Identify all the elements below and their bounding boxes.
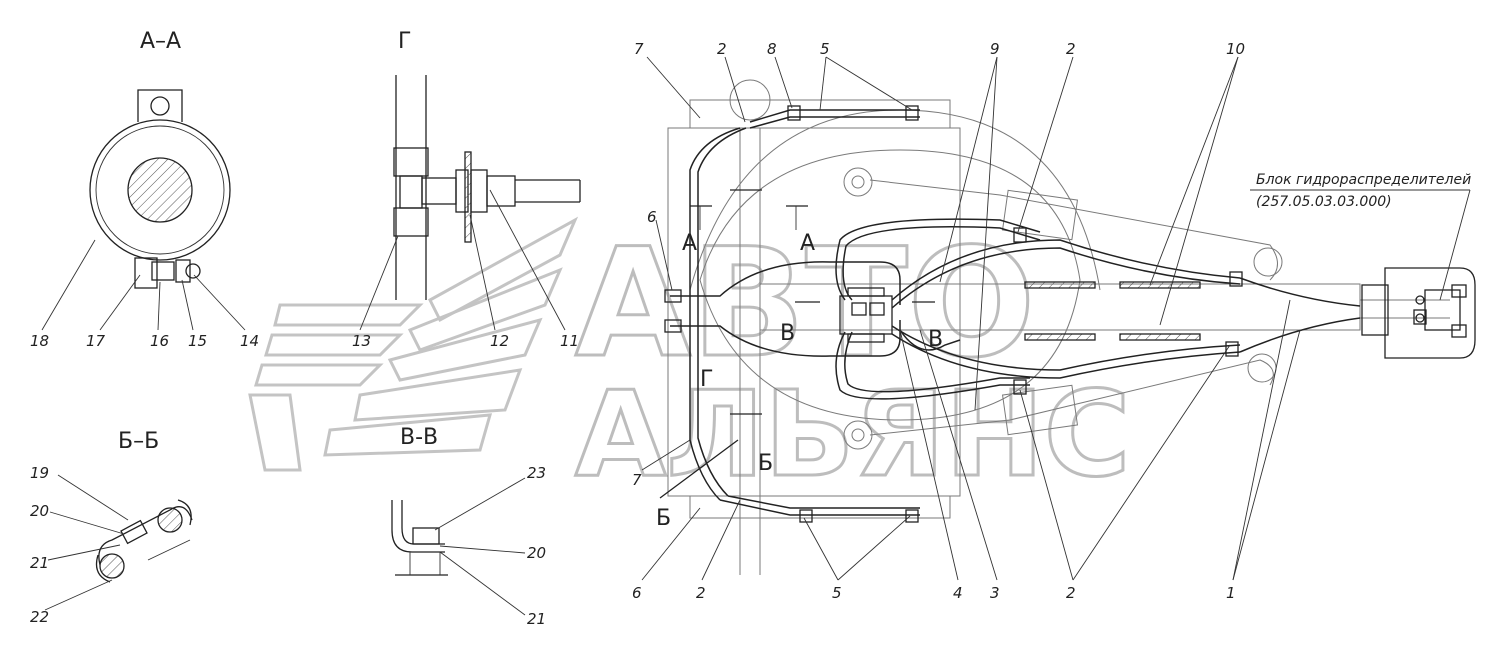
section-g-title: Г (398, 29, 411, 54)
bulkhead-nut-2 (470, 169, 488, 213)
hose-lines (670, 109, 1361, 516)
section-aa: А–А 18 17 16 15 14 (30, 29, 259, 350)
bulkhead-plate (464, 151, 472, 243)
section-vv-title: В-В (400, 425, 438, 450)
label-18: 18 (30, 332, 49, 350)
main-assembly-view: А А В В Г Б Б (632, 40, 1476, 602)
label-6-upper: 6 (647, 208, 657, 226)
callout-title: Блок гидрораспределителей (1256, 172, 1471, 188)
bracket-nut (412, 527, 440, 545)
label-14: 14 (240, 332, 259, 350)
cut-mark-b-left: Б (656, 506, 671, 531)
pipe-section-left (99, 553, 125, 579)
pipe-clamp-inner (95, 125, 225, 255)
label-17: 17 (86, 332, 106, 350)
label-20-bb: 20 (30, 502, 49, 520)
section-aa-title: А–А (140, 29, 181, 54)
label-2-bottom: 2 (696, 584, 706, 602)
tee-nut-top (393, 147, 429, 177)
pipe-clamp-outer (89, 119, 231, 261)
tee-nut-bottom (393, 207, 429, 237)
frame-ring (699, 149, 1081, 421)
label-20-vv: 20 (527, 544, 546, 562)
label-15: 15 (188, 332, 207, 350)
double-clamp-body (98, 506, 193, 566)
label-5-bottom: 5 (832, 584, 842, 602)
label-9: 9 (990, 40, 1000, 58)
leader-lines (641, 56, 1471, 581)
cut-mark-v-right: В (928, 327, 943, 352)
label-8: 8 (767, 40, 777, 58)
cut-mark-g: Г (700, 367, 713, 392)
callout-code: (257.05.03.03.000) (1256, 194, 1392, 210)
hydraulic-valve-block (1361, 267, 1476, 359)
rod-section (127, 157, 193, 223)
label-7-top: 7 (634, 40, 644, 58)
watermark-logo (248, 216, 579, 472)
label-13: 13 (352, 332, 371, 350)
label-2-top-right: 2 (1066, 40, 1076, 58)
label-10: 10 (1226, 40, 1245, 58)
cut-mark-v-left: В (780, 321, 795, 346)
section-g: Г 13 12 11 (352, 29, 581, 350)
section-bb: Б–Б 19 20 21 22 (30, 429, 193, 626)
cut-mark-a-left: А (682, 231, 697, 256)
label-21-vv: 21 (527, 610, 546, 628)
section-bb-title: Б–Б (118, 429, 159, 454)
label-11: 11 (560, 332, 579, 350)
label-2-bottom-right: 2 (1066, 584, 1076, 602)
section-cut-marks: А А В В Г Б Б (656, 189, 943, 531)
label-12: 12 (490, 332, 509, 350)
pipe-section-right (157, 507, 183, 533)
watermark-line2: АЛЬЯНС (575, 365, 1131, 503)
clamp-bolt-head (185, 263, 201, 279)
section-vv: В-В 23 20 21 (391, 425, 546, 628)
boom-lower-arm (869, 359, 1274, 436)
label-6-lower: 6 (632, 584, 642, 602)
label-4: 4 (953, 584, 963, 602)
label-5-top: 5 (820, 40, 830, 58)
clamp-nut (151, 261, 175, 281)
label-16: 16 (150, 332, 169, 350)
label-7-lower: 7 (632, 471, 642, 489)
clamp-top-tab (137, 89, 183, 122)
frame-bottom-bracket (689, 495, 951, 519)
cut-mark-b-right: Б (758, 451, 773, 476)
label-22: 22 (30, 608, 49, 626)
label-19: 19 (30, 464, 49, 482)
tee-body (399, 175, 423, 209)
label-23: 23 (527, 464, 546, 482)
label-21-bb: 21 (30, 554, 49, 572)
clamp-top-bolt (150, 96, 170, 116)
label-2-top: 2 (717, 40, 727, 58)
label-3: 3 (990, 584, 1000, 602)
label-1: 1 (1226, 584, 1236, 602)
boom-upper-arm (869, 179, 1278, 281)
clamp-washer (175, 259, 191, 283)
double-clamp-nut (120, 519, 148, 545)
cut-mark-a-right: А (800, 231, 815, 256)
tee-branch-nut (421, 177, 457, 205)
bracket-profile (391, 500, 445, 553)
hydraulic-distributor (839, 287, 893, 343)
clamp-bottom-tab (134, 257, 158, 289)
hose-fittings (664, 105, 1427, 523)
hose-nut (486, 175, 516, 207)
